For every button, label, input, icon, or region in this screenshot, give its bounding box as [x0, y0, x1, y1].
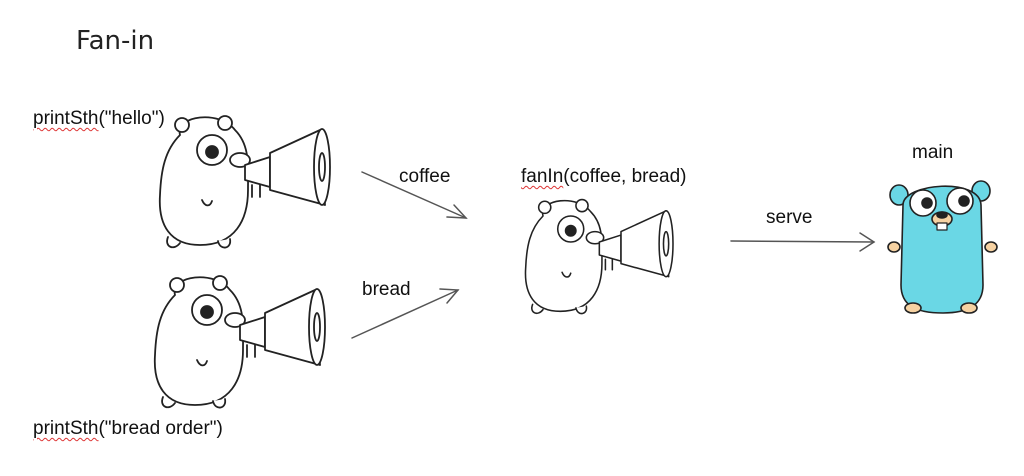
- gopher-megaphone-icon: [524, 198, 674, 315]
- consumer-main-label: main: [912, 142, 954, 163]
- arrow-icon: [730, 232, 876, 252]
- gopher-megaphone-icon: [153, 275, 326, 409]
- channel-bread-label: bread: [362, 279, 411, 300]
- arrow-icon: [361, 171, 468, 219]
- gopher-megaphone-icon: [158, 115, 331, 249]
- channel-coffee-label: coffee: [399, 166, 451, 187]
- fanin-label: fanIn(coffee, bread): [521, 166, 687, 187]
- channel-serve-label: serve: [766, 207, 813, 228]
- producer-hello-label: printSth("hello"): [33, 108, 165, 129]
- gopher-mascot-icon: [887, 180, 998, 314]
- diagram-title: Fan-in: [76, 26, 155, 56]
- producer-bread-order-label: printSth("bread order"): [33, 418, 223, 439]
- arrow-icon: [351, 288, 460, 339]
